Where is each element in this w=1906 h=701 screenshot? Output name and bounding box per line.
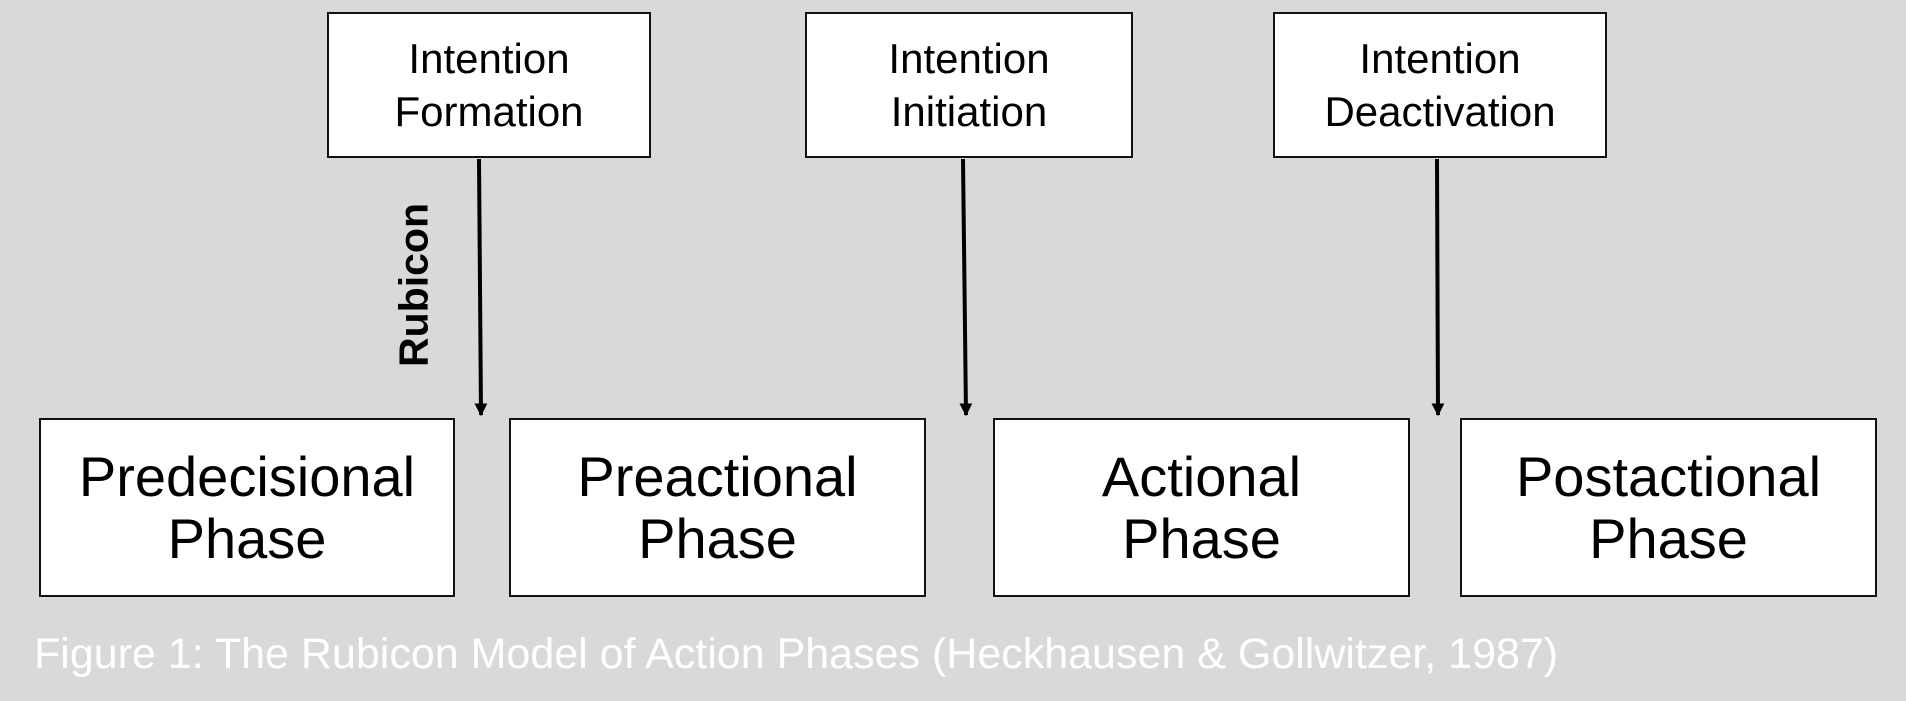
preactional-phase-box: Preactional Phase [509, 418, 926, 597]
deactivation-arrow [1431, 158, 1445, 417]
rubicon-arrow [474, 158, 488, 417]
figure-caption: Figure 1: The Rubicon Model of Action Ph… [34, 630, 1559, 678]
postactional-phase-label: Postactional Phase [1515, 444, 1822, 570]
intention-formation-box: Intention Formation [327, 12, 651, 158]
initiation-arrow [959, 158, 973, 417]
postactional-phase-box: Postactional Phase [1460, 418, 1877, 597]
actional-phase-box: Actional Phase [993, 418, 1410, 597]
predecisional-phase-label: Predecisional Phase [78, 444, 416, 570]
rubicon-label: Rubicon [390, 203, 437, 367]
intention-deactivation-box: Intention Deactivation [1273, 12, 1607, 158]
intention-initiation-label: Intention Initiation [888, 35, 1050, 135]
intention-initiation-box: Intention Initiation [805, 12, 1133, 158]
intention-formation-label: Intention Formation [394, 35, 584, 135]
predecisional-phase-box: Predecisional Phase [39, 418, 455, 597]
intention-deactivation-label: Intention Deactivation [1324, 35, 1556, 135]
actional-phase-label: Actional Phase [1101, 444, 1302, 570]
preactional-phase-label: Preactional Phase [577, 444, 858, 570]
